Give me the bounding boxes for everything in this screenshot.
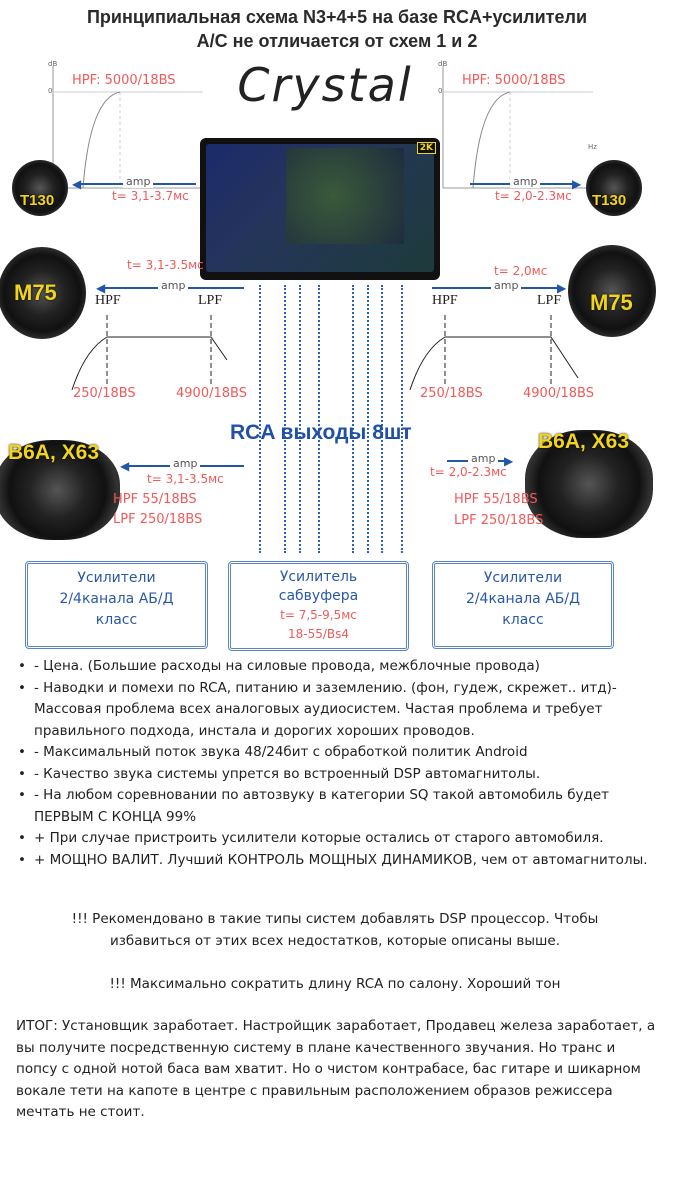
hz-axis-right: Hz [588,143,597,151]
box-line: Усилители [77,570,156,586]
mid-left-image [0,247,86,339]
rca-line [284,285,286,553]
box-line: 2/4канала АБ/Д [465,591,581,607]
mid-left-hpf-value: 250/18BS [73,386,136,401]
summary: ИТОГ: Установщик заработает. Настройщик … [16,1018,656,1120]
box-line: класс [502,612,544,628]
woofer-right-lpf: LPF 250/18BS [454,513,544,528]
zero-axis-right: 0 [438,87,443,95]
mid-right-label: M75 [590,290,633,315]
woofer-left-lpf: LPF 250/18BS [113,512,203,527]
arrow-head-left-icon: ◀ [72,177,82,191]
amp-label: amp [170,457,201,470]
arrow-head-left-icon: ◀ [120,459,130,473]
rca-outputs-label: RCA выходы 8шт [230,421,412,444]
mid-right-lpf-value: 4900/18BS [523,386,594,401]
sub-delay: t= 7,5-9,5мс [280,608,357,622]
box-line: Усилители [483,570,563,586]
mid-right-hpf-value: 250/18BS [420,386,483,401]
woofer-left-delay: t= 3,1-3.5мс [147,472,224,486]
amp-label: amp [491,279,522,292]
rca-line [381,285,383,553]
arrow-head-right-icon: ▶ [557,281,567,295]
tweeter-left-delay: t= 3,1-3.7мс [112,189,189,203]
db-axis-right: dB [438,60,448,68]
rca-line [401,285,403,553]
box-line: сабвуфера [278,588,359,604]
lpf-label-right: LPF [537,293,562,308]
mid-left-delay: t= 3,1-3.5мс [127,258,204,272]
woofer-right-image [525,430,653,538]
list-item: - Максимальный поток звука 48/24бит с об… [18,742,658,764]
head-unit-image: 2K [200,138,440,280]
arrow-head-left-icon: ◀ [96,281,106,295]
pros-cons-list: - Цена. (Большие расходы на силовые пров… [18,656,658,871]
tweeter-hpf-left: HPF: 5000/18BS [72,73,176,88]
rca-line [299,285,301,553]
list-item: + При случае пристроить усилители которы… [18,828,658,850]
list-item: - Наводки и помехи по RCA, питанию и заз… [18,678,658,743]
note-rca: !!! Максимально сократить длину RCA по с… [109,976,561,992]
rca-line [352,285,354,553]
bandpass-graph-right [409,315,579,390]
zero-axis-left: 0 [48,87,53,95]
box-line: класс [95,612,138,628]
rca-line [367,285,369,553]
title-line-2: А/С не отличается от схем 1 и 2 [196,31,478,51]
hpf-graph-right [442,66,593,189]
mid-left-label: M75 [14,280,57,305]
bandpass-graph-left [71,315,228,390]
tweeter-right-delay: t= 2,0-2.3мс [495,189,572,203]
box-line: Усилитель [279,569,358,585]
list-item: - На любом соревновании по автозвуку в к… [18,785,658,828]
note-dsp: !!! Рекомендовано в такие типы систем до… [71,911,599,949]
woofer-left-image [0,440,120,540]
hpf-label-left: HPF [95,293,121,308]
woofer-left-label: B6A, X63 [8,441,100,464]
list-item: - Цена. (Большие расходы на силовые пров… [18,656,658,678]
tweeter-right-label: T130 [592,192,627,209]
mid-right-image [568,245,656,337]
2k-badge: 2K [416,142,436,154]
rca-line [259,285,261,553]
arrow-head-right-icon: ▶ [572,177,582,191]
woofer-right-label: B6A, X63 [538,430,630,453]
tweeter-hpf-right: HPF: 5000/18BS [462,73,566,88]
sub-filter: 18-55/Bs4 [287,627,350,641]
list-item: + МОЩНО ВАЛИТ. Лучший КОНТРОЛЬ МОЩНЫХ ДИ… [18,850,658,872]
lpf-label-left: LPF [198,293,223,308]
hpf-label-right: HPF [432,293,458,308]
box-line: 2/4канала АБ/Д [59,591,174,607]
tweeter-left-image [12,160,68,216]
woofer-right-hpf: HPF 55/18BS [454,492,538,507]
tweeter-right-image [586,160,642,216]
woofer-left-hpf: HPF 55/18BS [113,492,197,507]
db-axis-left: dB [48,60,58,68]
amp-label: amp [468,452,499,465]
crystal-logo: Crystal [237,58,413,112]
rca-line [318,285,320,553]
amplifier-box-right: Усилители 2/4канала АБ/Д класс [432,561,614,649]
mid-right-delay: t= 2,0мс [494,264,548,278]
amp-label: amp [510,175,541,188]
arrow-head-right-icon: ▶ [504,454,514,468]
subwoofer-amplifier-box: Усилитель сабвуфера t= 7,5-9,5мс 18-55/B… [228,561,409,651]
amp-label: amp [123,175,154,188]
title-line-1: Принципиальная схема N3+4+5 на базе RCA+… [86,7,588,27]
tweeter-left-label: T130 [20,192,55,209]
amp-label: amp [158,279,189,292]
mid-left-lpf-value: 4900/18BS [176,386,247,401]
list-item: - Качество звука системы упрется во встр… [18,764,658,786]
amplifier-box-left: Усилители 2/4канала АБ/Д класс [25,561,208,649]
woofer-right-delay: t= 2,0-2.3мс [430,465,507,479]
